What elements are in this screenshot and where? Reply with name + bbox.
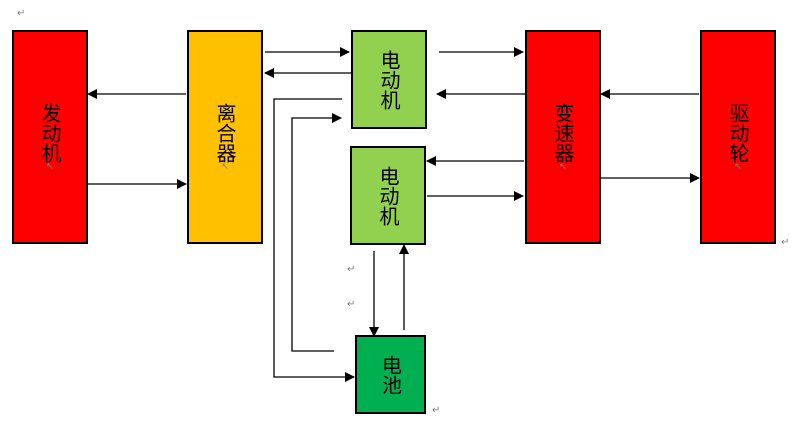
motor-2-box: 电动机 — [350, 146, 426, 245]
battery-label: 电池 — [378, 354, 403, 395]
engine-box: 发动机 ↖ — [12, 30, 88, 244]
motor-2-label: 电动机 — [376, 165, 400, 226]
arrow-battery-to-motor1 — [291, 113, 342, 352]
clutch-box: 离合器 ↖ — [187, 30, 263, 244]
drive-wheel-label: 驱动轮 — [726, 102, 750, 163]
paragraph-mark: ↵ — [347, 299, 356, 310]
motor-1-box: 电动机 — [351, 30, 427, 129]
gearbox-label: 变速器 — [551, 102, 575, 163]
clutch-label: 离合器 — [213, 102, 237, 163]
motor-1-label: 电动机 — [377, 49, 401, 110]
gearbox-box: 变速器 ↖ — [525, 30, 601, 244]
anchor-mark: ↖ — [46, 161, 54, 172]
anchor-mark: ↖ — [221, 161, 229, 172]
paragraph-mark: ↵ — [432, 405, 441, 416]
battery-box: 电池 — [355, 335, 426, 414]
arrow-motor1-to-battery — [273, 98, 355, 382]
paragraph-mark: ↵ — [347, 264, 356, 275]
paragraph-mark: ↵ — [781, 237, 790, 248]
drive-wheel-box: 驱动轮 ↖ — [700, 30, 776, 244]
anchor-mark: ↖ — [559, 161, 567, 172]
paragraph-mark: ↵ — [17, 8, 26, 19]
engine-label: 发动机 — [38, 102, 62, 163]
anchor-mark: ↖ — [734, 161, 742, 172]
